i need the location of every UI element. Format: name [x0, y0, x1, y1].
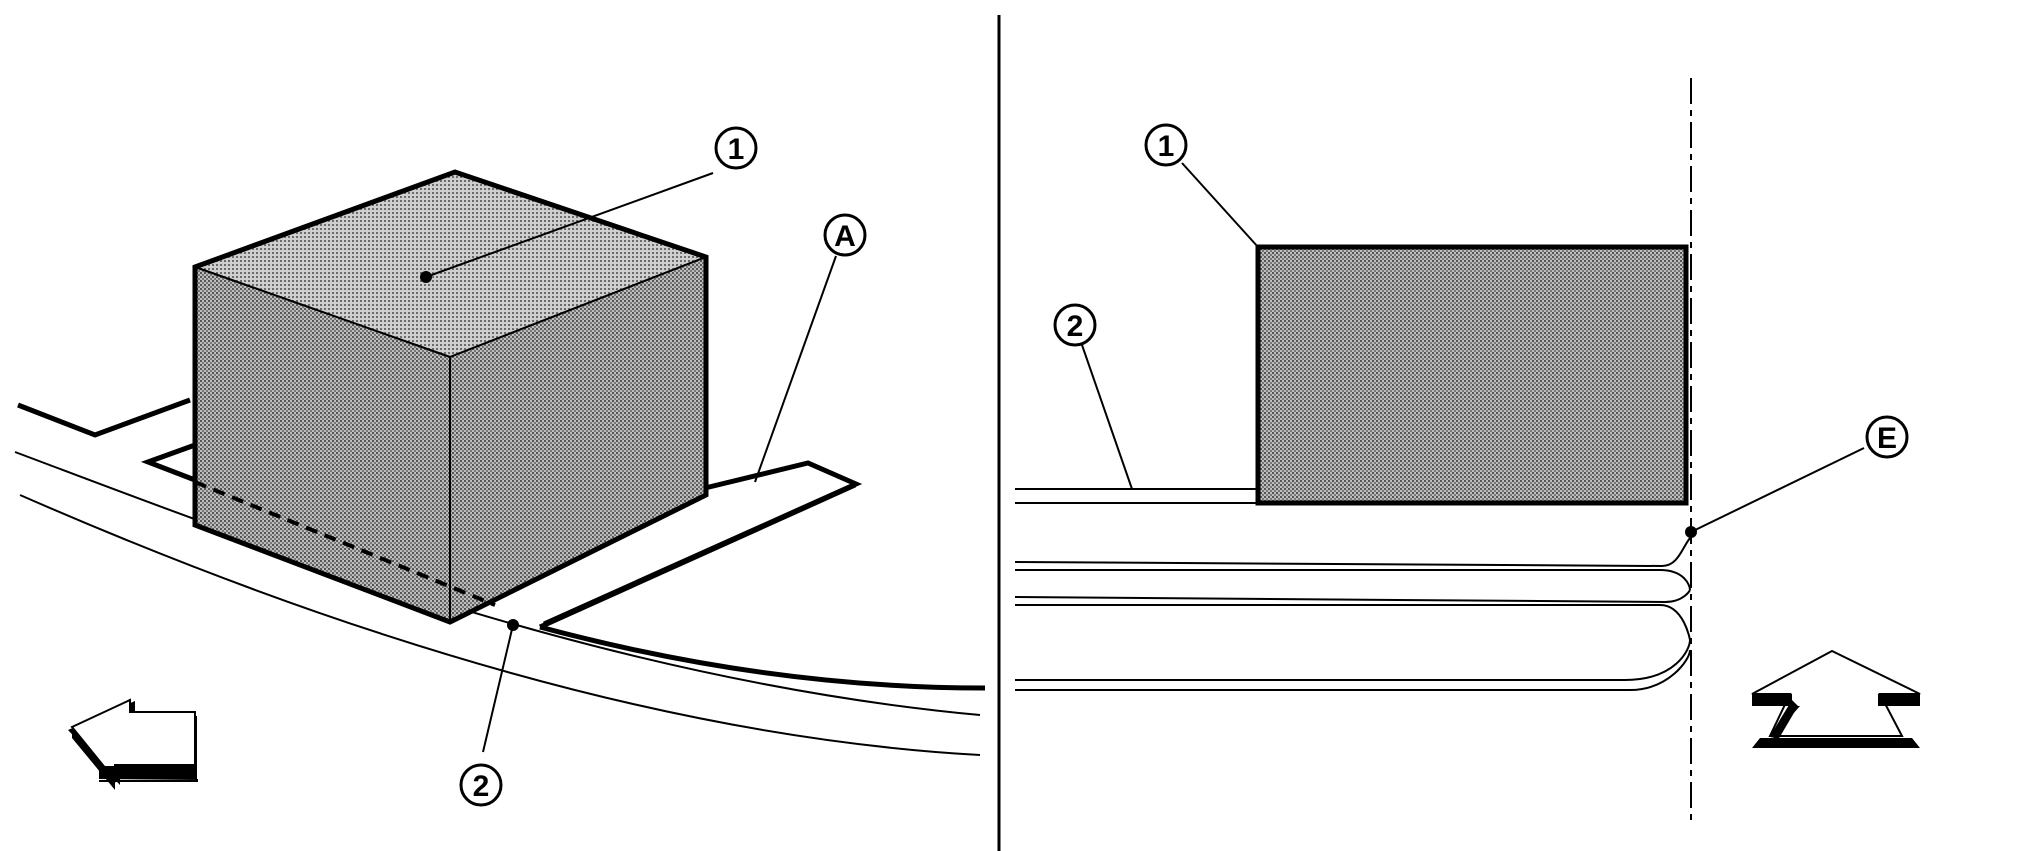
callout-a: A	[823, 213, 867, 257]
component-box-side	[1255, 244, 1689, 506]
right-view: 1 2 E	[1014, 78, 1921, 820]
harness-strand-2b	[1015, 604, 1691, 641]
left-view: 1 A 2	[14, 126, 986, 807]
leader-line-e	[1690, 447, 1865, 533]
harness-strand-1b	[1015, 569, 1691, 591]
callout-2-right-label: 2	[1067, 310, 1084, 343]
callout-1-left: 1	[714, 126, 758, 170]
panel-edge-curve	[539, 624, 986, 691]
leader-line-2	[482, 624, 514, 753]
harness-strand-3	[1015, 639, 1691, 681]
harness-line-lower	[19, 494, 981, 756]
bracket-outline	[17, 397, 191, 438]
callout-2-right: 2	[1053, 303, 1097, 347]
leader-line-2-right	[1081, 344, 1133, 490]
callout-2-left-label: 2	[473, 770, 490, 803]
callout-e: E	[1865, 415, 1909, 459]
callout-1-right-label: 1	[1158, 130, 1175, 163]
harness-strand-1	[1014, 537, 1691, 568]
view-direction-arrow-icon	[1751, 649, 1921, 748]
box-hidden-edge	[194, 480, 496, 607]
callout-e-label: E	[1877, 422, 1897, 455]
harness-strand-3b	[1015, 649, 1691, 691]
bracket-inner-loop	[140, 442, 196, 483]
box-outline	[192, 169, 709, 625]
callout-1-right: 1	[1144, 123, 1188, 167]
component-box	[192, 169, 709, 625]
front-direction-arrow-icon	[68, 698, 198, 790]
callout-2-left: 2	[459, 763, 503, 807]
harness-strand-2	[1014, 589, 1691, 604]
leader-dot-e	[1685, 526, 1697, 538]
leader-line-1	[425, 172, 714, 278]
leader-dot-1	[420, 271, 432, 283]
leader-dot-2	[507, 619, 519, 631]
callout-1-left-label: 1	[728, 133, 745, 166]
leader-line-a	[754, 255, 837, 483]
callout-a-label: A	[834, 220, 856, 253]
leader-line-1-right	[1181, 162, 1259, 248]
